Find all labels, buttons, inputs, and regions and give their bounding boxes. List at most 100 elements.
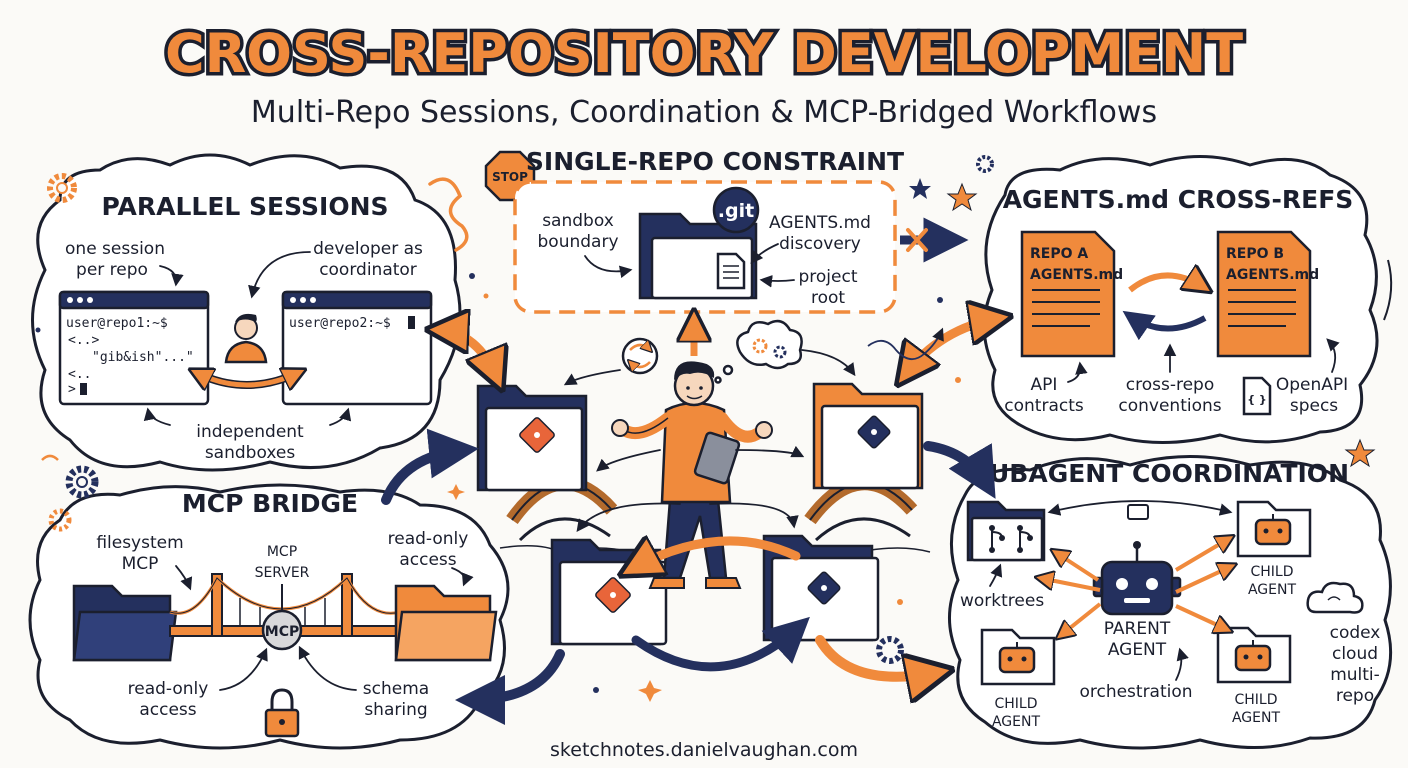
one-session-label-line2: per repo: [76, 260, 148, 280]
terminal-repo2: user@repo2:~$: [281, 290, 433, 406]
repo-folder-bottom-right: [762, 534, 880, 642]
lock-icon: [264, 688, 300, 738]
mcp-server-line1: MCP: [267, 544, 297, 560]
repo-a-file: AGENTS.md: [1030, 267, 1123, 283]
agents-file-icon: [716, 252, 746, 290]
mcp-node: [261, 609, 303, 651]
child-agent-br-line1: CHILD: [1234, 692, 1277, 708]
api-contracts-line2: contracts: [1004, 396, 1084, 416]
link-icon: [1127, 504, 1149, 520]
terminal1-line5: >: [68, 382, 76, 397]
openapi-braces: { }: [1247, 393, 1267, 406]
gear-icon: [976, 155, 994, 173]
mcp-server-line2: SERVER: [255, 565, 310, 581]
repo-a-title: REPO A: [1030, 246, 1088, 262]
star-icon: [909, 178, 931, 199]
codex-line4: repo: [1336, 686, 1374, 706]
star-icon: [1344, 438, 1376, 468]
gear-icon: [47, 173, 77, 203]
terminal1-line3: "gib&ish"...": [92, 350, 194, 365]
parallel-sessions-heading: PARALLEL SESSIONS: [102, 192, 389, 221]
child-agent-bl-line1: CHILD: [994, 696, 1037, 712]
openapi-line2: specs: [1290, 396, 1338, 416]
conventions-line2: conventions: [1118, 396, 1221, 416]
repo-b-doc-icon: [1216, 230, 1312, 358]
child-agent-tr-line1: CHILD: [1250, 564, 1293, 580]
child-agent-bl-line2: AGENT: [992, 714, 1040, 730]
project-root-line1: project: [798, 267, 857, 287]
developer-label-line1: developer as: [313, 239, 423, 259]
parent-agent-line1: PARENT: [1104, 619, 1171, 639]
openapi-file-icon: [1242, 376, 1272, 416]
page-title: CROSS-REPOSITORY DEVELOPMENT: [165, 22, 1243, 85]
codex-line1: codex: [1330, 623, 1381, 643]
schema-line2: sharing: [364, 700, 427, 720]
worktrees-folder-icon: [966, 500, 1046, 562]
cloud-icon: [1306, 581, 1364, 614]
child-agent-folder-bottom-right: [1216, 626, 1292, 684]
filesystem-line2: MCP: [122, 554, 159, 574]
mcp-bridge-heading: MCP BRIDGE: [182, 489, 358, 518]
orchestration-label: orchestration: [1079, 682, 1192, 702]
subagent-heading: SUBAGENT COORDINATION: [971, 459, 1349, 488]
arch-bridge-right: [799, 476, 931, 553]
codex-line2: cloud: [1332, 644, 1378, 664]
terminal1-line2: <..>: [68, 333, 99, 348]
repo-b-title: REPO B: [1226, 246, 1284, 262]
repo-folder-top-left: [476, 384, 588, 492]
sparkle-icon: [447, 484, 465, 500]
api-contracts-line1: API: [1031, 375, 1058, 395]
schema-line1: schema: [363, 679, 429, 699]
left-navy-folder-icon: [72, 584, 178, 662]
parent-agent-line2: AGENT: [1108, 640, 1167, 660]
git-badge: [712, 186, 760, 234]
terminal-repo1: user@repo1:~$ <..> "gib&ish"..." <.. >: [58, 290, 210, 406]
worktrees-label: worktrees: [960, 591, 1044, 611]
squiggle-doodle: [1383, 259, 1393, 321]
squiggle-doodle: [41, 454, 59, 461]
terminal2-prompt: user@repo2:~$: [289, 316, 391, 331]
squiggle-doodle: [428, 177, 469, 252]
independent-label-line2: sandboxes: [205, 443, 296, 463]
child-agent-tr-line2: AGENT: [1248, 582, 1296, 598]
thought-bubble-gears-icon: [714, 319, 803, 384]
right-orange-folder-icon: [394, 584, 498, 662]
developer-figure: [611, 361, 773, 589]
gear-icon: [48, 508, 72, 532]
one-session-label-line1: one session: [65, 239, 165, 259]
filesystem-line1: filesystem: [96, 533, 183, 553]
project-root-line2: root: [811, 288, 845, 308]
developer-label-line2: coordinator: [319, 260, 417, 280]
child-agent-br-line2: AGENT: [1232, 710, 1280, 726]
star-icon: [946, 182, 978, 212]
page-subtitle: Multi-Repo Sessions, Coordination & MCP-…: [251, 95, 1157, 130]
repo-folder-top-right: [812, 382, 924, 490]
repo-a-doc-icon: [1020, 230, 1116, 358]
repo-b-file: AGENTS.md: [1226, 267, 1319, 283]
gear-icon: [876, 636, 904, 664]
codex-line3: multi-: [1330, 665, 1380, 685]
crossrefs-heading: AGENTS.md CROSS-REFS: [1003, 185, 1354, 214]
sparkle-icon: [638, 680, 662, 702]
readonly-bottom-line1: read-only: [128, 679, 209, 699]
independent-label-line1: independent: [196, 422, 304, 442]
single-repo-heading: SINGLE-REPO CONSTRAINT: [526, 147, 904, 176]
blocked-arrow-icon: [900, 217, 969, 263]
gear-icon: [65, 465, 99, 499]
terminal1-line4: <..: [68, 367, 91, 382]
readonly-top-line1: read-only: [388, 529, 469, 549]
developer-avatar: [224, 313, 268, 364]
readonly-top-line2: access: [399, 550, 456, 570]
agents-discovery-line2: discovery: [779, 234, 861, 254]
sandbox-label-line1: sandbox: [542, 211, 614, 231]
readonly-bottom-line2: access: [139, 700, 196, 720]
openapi-line1: OpenAPI: [1276, 375, 1348, 395]
terminal1-prompt: user@repo1:~$: [66, 316, 168, 331]
agents-discovery-line1: AGENTS.md: [769, 213, 871, 233]
mcp-node-label: MCP: [265, 624, 299, 640]
parent-agent-robot-icon: [1092, 541, 1182, 616]
conventions-line1: cross-repo: [1126, 375, 1214, 395]
footer-url: sketchnotes.danielvaughan.com: [550, 739, 858, 761]
sandbox-label-line2: boundary: [538, 232, 619, 252]
